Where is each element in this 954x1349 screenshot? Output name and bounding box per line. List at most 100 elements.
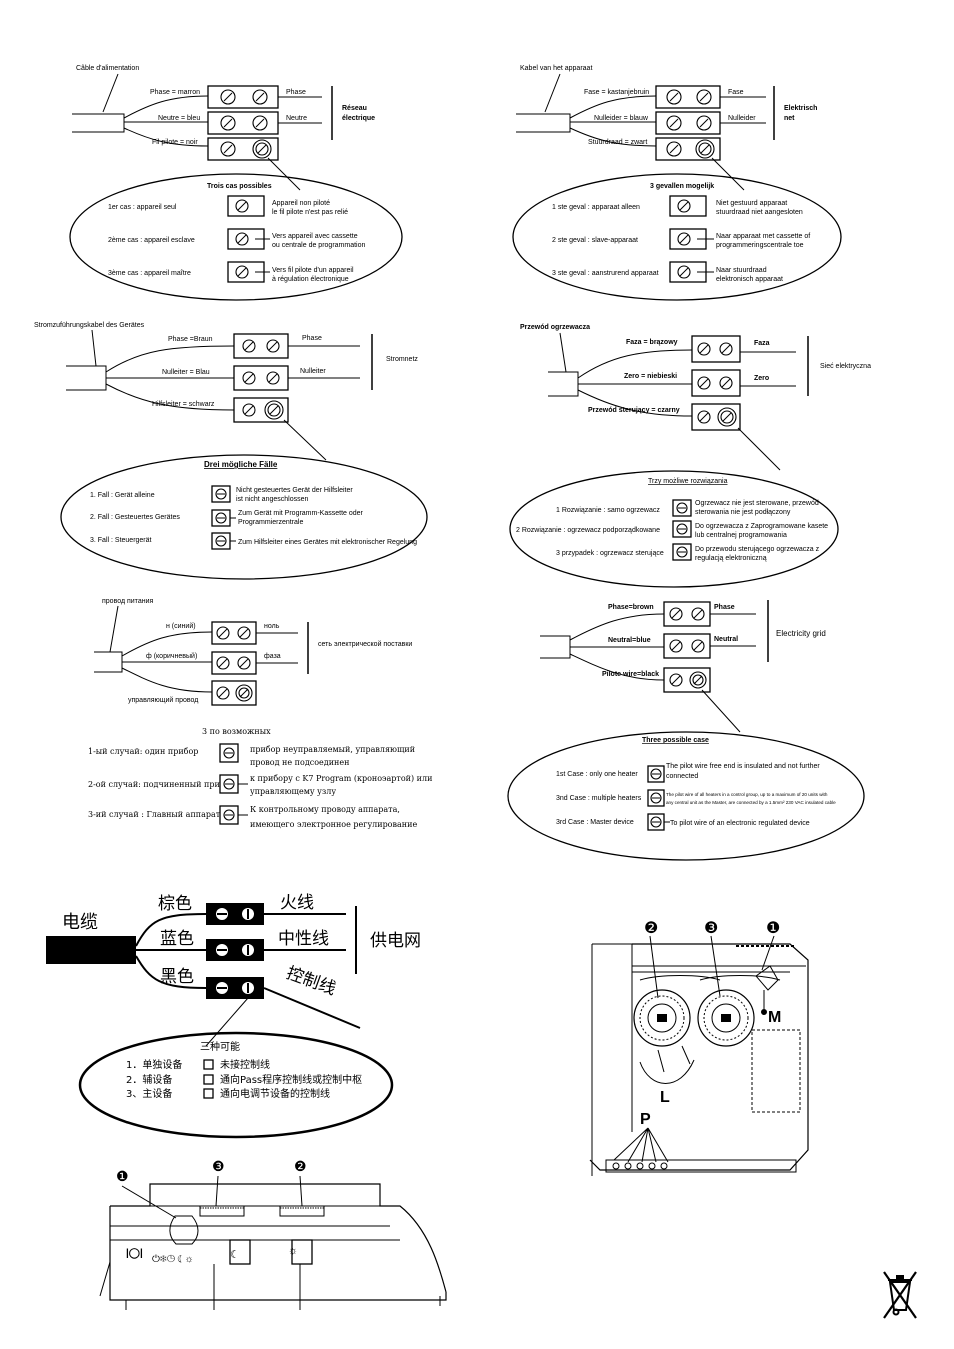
fr-case-1: 1er cas : appareil seul Appareil non pil… [108,195,348,217]
svg-text:управляющему узлу: управляющему узлу [250,787,336,796]
en-phase-right: Phase [714,604,735,611]
pl-phase-left: Faza = brązowy [626,339,678,346]
fr-phase-left: Phase = marron [150,89,200,96]
svg-text:1 Rozwiązanie : samo ogrzewacz: 1 Rozwiązanie : samo ogrzewacz [556,507,660,514]
front-sun-icon: ☼ [288,1245,298,1257]
pl-screws [697,342,737,427]
svg-text:Naar apparaat met cassette of: Naar apparaat met cassette of [716,233,810,240]
svg-text:2 Rozwiązanie : ogrzewacz podp: 2 Rozwiązanie : ogrzewacz podporządkowan… [516,527,660,534]
nl-cases-bubble [512,173,842,301]
svg-text:1er cas : appareil seul: 1er cas : appareil seul [108,204,177,211]
pl-grid: Sieć elektryczna [820,363,871,370]
top-marker-1: ❶ [766,920,780,937]
svg-text:провод не подсоединен: провод не подсоединен [250,758,349,767]
svg-text:stuurdraad niet aangesloten: stuurdraad niet aangesloten [716,209,803,216]
front-switch [169,1215,199,1245]
svg-text:The pilot wire free end is ins: The pilot wire free end is insulated and… [666,763,820,770]
top-knob-3 [697,989,755,1047]
de-phase-right: Phase [302,335,322,342]
svg-text:connected: connected [666,773,698,780]
front-moon-icon: ☾ [230,1249,240,1261]
front-knob-2 [291,1239,313,1265]
svg-text:Do przewodu sterującego ogrzew: Do przewodu sterującego ogrzewacza z [695,546,820,553]
svg-text:1 ste geval : apparaat alleen: 1 ste geval : apparaat alleen [552,204,640,211]
de-pilot-left: Hilfsleiter = schwarz [152,401,215,408]
en-screws [669,607,707,689]
svg-text:Programmierzentrale: Programmierzentrale [238,519,303,526]
en-phase-left: Phase=brown [608,604,654,611]
fr-cases-title: Trois cas possibles [207,183,272,190]
svg-text:2．辅设备: 2．辅设备 [126,1073,172,1086]
de-cases-title: Drei mögliche Fälle [204,460,278,469]
svg-text:2. Fall : Gesteuertes Gerät: 2. Fall : Gesteuertes Gerätes [90,514,180,521]
zh-cable [46,936,136,964]
en-grid: Electricity grid [776,629,826,638]
fr-screws [220,89,272,159]
ru-phase-right: фаза [264,653,281,660]
svg-text:3. Fall : Steuergerät: 3. Fall : Steuergerät [90,537,152,544]
svg-text:к прибору с K7 Program (кроноэ: к прибору с K7 Program (кроноэартой) или [250,774,432,783]
pl-neutral-right: Zero [754,375,769,382]
front-small-label: |◯| [126,1248,143,1259]
svg-text:3-ий случай : Главный аппарат: 3-ий случай : Главный аппарат [88,810,221,819]
diagram-fr: Câble d'alimentation Phase = marron Neut… [69,65,403,301]
de-phase-left: Phase =Braun [168,336,213,343]
zh-cases-title: 三种可能 [200,1040,240,1053]
svg-text:ist nicht angeschlossen: ist nicht angeschlossen [236,496,308,503]
svg-text:2-ой случай: подчиненный прибо: 2-ой случай: подчиненный прибор [88,780,235,789]
svg-text:Zum Gerät mit Programm-Kassett: Zum Gerät mit Programm-Kassette oder [238,510,364,517]
svg-text:programmeringscentrale toe: programmeringscentrale toe [716,242,804,249]
svg-text:Appareil non piloté: Appareil non piloté [272,200,330,207]
svg-text:1. Fall : Gerät alleine: 1. Fall : Gerät alleine [90,492,155,499]
diagram-pl: Przewód ogrzewacza Faza = brązowy Zero =… [509,324,871,588]
zh-case-3: 3、主设备 通向电调节设备的控制线 [126,1087,330,1100]
svg-text:à régulation électronique: à régulation électronique [272,276,349,283]
nl-grid-1: Elektrisch [784,105,817,112]
top-vents [612,1162,668,1170]
ru-pilot-left: управляющий провод [128,696,198,704]
svg-text:elektronisch apparaat: elektronisch apparaat [716,276,783,283]
svg-text:имеющего электронное регулиров: имеющего электронное регулирование [250,820,417,829]
pl-cases-bubble [509,470,839,588]
front-marker-2: ❷ [294,1158,307,1174]
nl-phase-right: Fase [728,89,744,96]
weee-bin-icon [883,1271,917,1319]
svg-text:le fil pilote n'est pas relié: le fil pilote n'est pas relié [272,209,348,216]
svg-text:通向电调节设备的控制线: 通向电调节设备的控制线 [220,1087,330,1100]
svg-text:Ogrzewacz nie jest sterowane,: Ogrzewacz nie jest sterowane, przewód [695,500,819,507]
ru-case-3: 3-ий случай : Главный аппарат К контроль… [88,805,417,829]
zh-cable-label: 电缆 [62,912,98,933]
de-case-2: 2. Fall : Gesteuertes Gerätes Zum Gerät … [90,509,364,527]
zh-color-black: 黑色 [160,967,194,987]
svg-text:3rd Case : Master device: 3rd Case : Master device [556,819,634,826]
top-knob-2 [633,989,691,1047]
heater-top-view: ❷ ❸ ❶ M L P [589,920,809,1176]
en-neutral-right: Neutral [714,636,738,643]
top-letter-p: P [640,1111,651,1128]
svg-text:3 ste geval : aanstrurend appa: 3 ste geval : aanstrurend apparaat [552,270,659,277]
front-marker-1: ❶ [116,1168,129,1184]
de-case-3: 3. Fall : Steuergerät Zum Hilfsleiter ei… [90,532,417,550]
fr-grid-1: Réseau [342,105,367,112]
fr-wires [123,95,209,147]
nl-grid-2: net [784,115,795,122]
zh-case-1: 1．单独设备 未接控制线 [126,1058,270,1071]
de-neutral-left: Nulleiter = Blau [162,369,210,376]
diagram-nl: Kabel van het apparaat Fase = kastanjebr… [512,65,842,301]
ru-case-2: 2-ой случай: подчиненный прибор к прибор… [88,774,432,796]
de-case-1: 1. Fall : Gerät alleine Nicht gesteuerte… [90,485,353,503]
svg-text:К контрольному проводу аппарат: К контрольному проводу аппарата, [250,805,400,814]
top-marker-3: ❸ [704,920,718,937]
diagram-en: Phase=brown Neutral=blue Pilote wire=bla… [507,600,865,861]
pl-pilot-left: Przewód sterujący = czarny [588,407,680,414]
front-knob-3 [229,1239,251,1265]
top-p-arrows [613,1127,669,1163]
diagram-de: Stromzuführungskabel des Gerätes Phase =… [34,322,428,580]
heater-front-view: ❶ ❸ ❷ |◯| ⏻❄◷ ☾☼ ☾ ☼ [99,1158,447,1310]
nl-cases-title: 3 gevallen mogelijk [650,183,714,190]
svg-text:Vers appareil avec cassette: Vers appareil avec cassette [272,233,358,240]
pl-case-1: 1 Rozwiązanie : samo ogrzewacz Ogrzewacz… [556,499,819,517]
svg-text:2ème cas : appareil esclave: 2ème cas : appareil esclave [108,237,195,244]
ru-neutral-left: н (синий) [166,622,196,630]
